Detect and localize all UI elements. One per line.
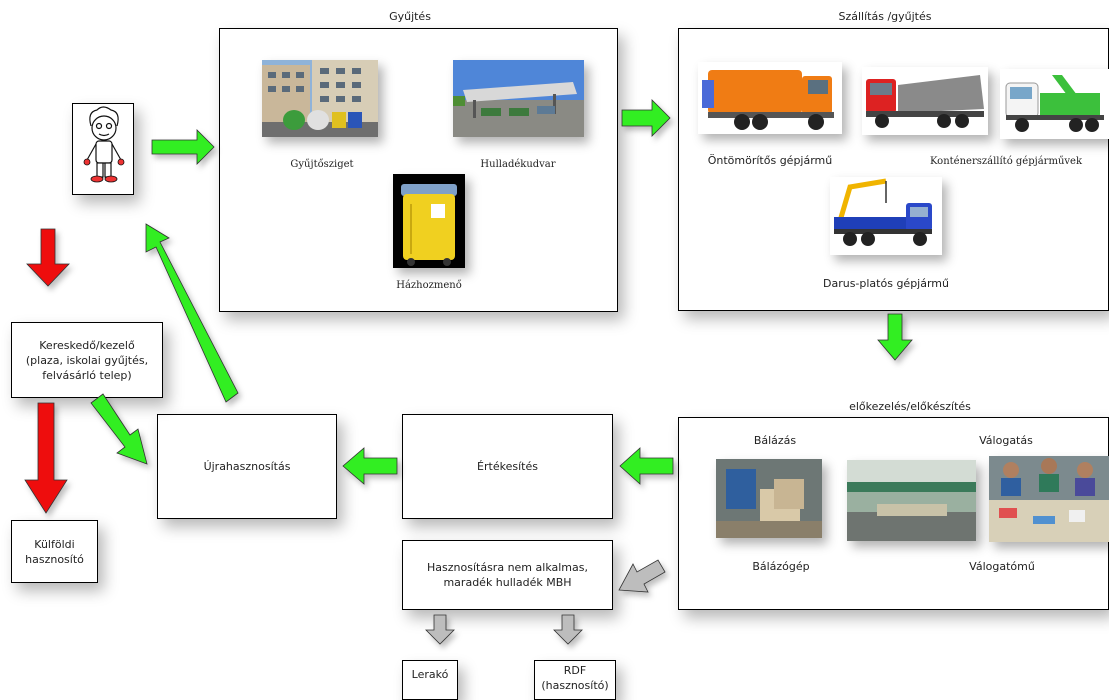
preprocessing-box: Bálázás Válogatás [678, 417, 1109, 610]
arrow-citizen-to-collection [151, 129, 215, 165]
collection-box: Gyűjtősziget Hulladékudvar Házhozmenő [219, 28, 618, 312]
arrow-trader-to-foreign [24, 402, 68, 514]
person-icon [83, 106, 125, 183]
sale-label: Értékesítés [477, 460, 538, 473]
container-truck-label: Konténerszállító gépjárművek [929, 156, 1083, 167]
reuse-label: Újrahasznosítás [203, 460, 291, 473]
arrow-sale-to-reuse [342, 447, 398, 485]
arrow-citizen-to-trader [26, 228, 70, 287]
arrow-trader-to-reuse [90, 393, 148, 465]
trader-line1: Kereskedő/kezelő [39, 338, 135, 352]
crane-truck-photo [830, 177, 942, 255]
sorting-label: Válogatás [979, 434, 1033, 447]
foreign-recycler-box: Külföldi hasznosító [11, 520, 98, 583]
waste-yard-label: Hulladékudvar [480, 159, 556, 170]
transport-title: Szállítás /gyűjtés [838, 10, 932, 23]
sale-box: Értékesítés [402, 414, 613, 519]
arrow-collection-to-transport [621, 99, 671, 137]
arrow-preprocessing-to-sale [619, 447, 674, 485]
sorting-hall-photo [847, 460, 976, 541]
foreign-line2: hasznosító [25, 552, 84, 566]
collection-point-label: Gyűjtősziget [290, 159, 354, 170]
door-to-door-photo [393, 174, 465, 268]
container-truck-photo [862, 67, 988, 135]
foreign-line1: Külföldi [34, 537, 75, 551]
landfill-box: Lerakó [402, 660, 458, 700]
preprocessing-title: előkezelés/előkészítés [849, 400, 971, 413]
rdf-line2: (hasznosító) [541, 679, 609, 692]
door-to-door-label: Házhozmenő [396, 280, 462, 291]
trader-line3: felvásárló telep) [42, 368, 132, 382]
arrow-residual-to-landfill [425, 614, 455, 645]
compactor-truck-label: Öntömörítős gépjármű [707, 154, 833, 167]
sorting-plant-label: Válogatómű [969, 560, 1035, 573]
residual-line1: Hasznosításra nem alkalmas, [427, 561, 588, 574]
arrow-transport-to-preprocessing [877, 313, 913, 361]
compactor-truck-photo [698, 62, 842, 134]
rdf-box: RDF (hasznosító) [534, 660, 616, 700]
trader-box: Kereskedő/kezelő (plaza, iskolai gyűjtés… [11, 322, 163, 398]
waste-yard-photo [453, 60, 584, 137]
citizen-box [72, 103, 134, 195]
rdf-line1: RDF [563, 664, 587, 677]
transport-box: Öntömörítős gépjármű Konténerszállító gé… [678, 28, 1109, 311]
arrow-residual-to-rdf [553, 614, 583, 645]
reuse-box: Újrahasznosítás [157, 414, 337, 519]
skip-truck-photo [1000, 69, 1109, 139]
residual-waste-box: Hasznosításra nem alkalmas, maradék hull… [402, 540, 613, 610]
collection-point-photo [262, 60, 378, 137]
baling-machine-label: Bálázógép [752, 560, 810, 573]
landfill-label: Lerakó [411, 668, 449, 681]
arrow-preprocessing-to-residual [618, 559, 666, 593]
crane-truck-label: Darus-platós gépjármű [822, 277, 949, 290]
collection-title: Gyűjtés [389, 10, 431, 23]
baling-label: Bálázás [753, 434, 797, 447]
residual-line2: maradék hulladék MBH [443, 576, 572, 589]
sorting-line-photo [989, 456, 1109, 542]
trader-line2: (plaza, iskolai gyűjtés, [25, 353, 149, 367]
baling-photo [716, 459, 822, 538]
